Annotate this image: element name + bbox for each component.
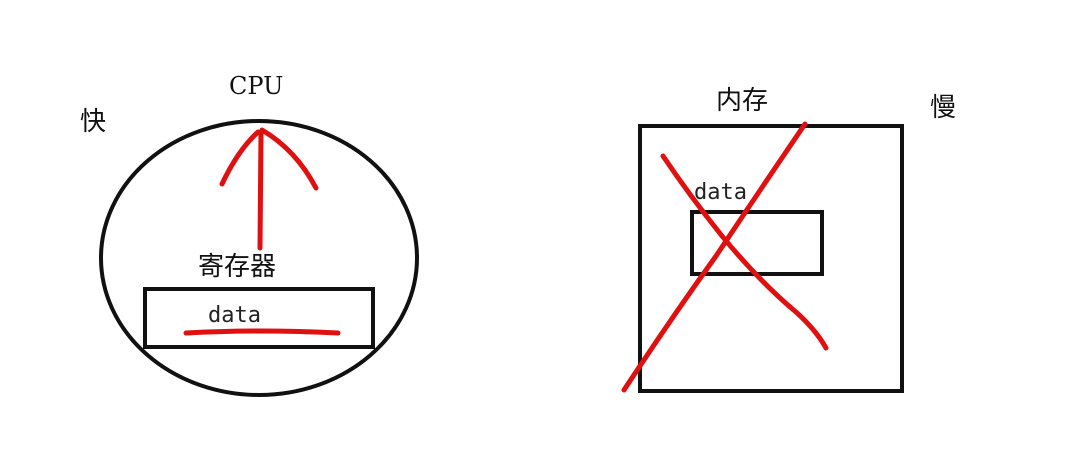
cross-stroke-up — [621, 121, 808, 393]
memory-box — [638, 124, 904, 393]
register-data-label: data — [208, 303, 261, 328]
arrow-head-left — [219, 129, 261, 187]
memory-data-label: data — [694, 180, 747, 205]
cross-out-icon — [621, 121, 829, 393]
register-box — [143, 287, 375, 349]
cpu-circle — [99, 119, 419, 397]
memory-title: 内存 — [716, 86, 768, 116]
upward-arrow-icon — [219, 127, 319, 251]
arrow-head-right — [259, 127, 319, 191]
memory-speed-label: 慢 — [930, 93, 956, 123]
cpu-speed-label: 快 — [80, 107, 106, 137]
data-underline-mark — [183, 328, 341, 336]
arrow-shaft — [257, 129, 264, 251]
register-label: 寄存器 — [198, 252, 276, 282]
cpu-title: CPU — [229, 72, 283, 100]
cross-stroke-down — [660, 153, 829, 351]
